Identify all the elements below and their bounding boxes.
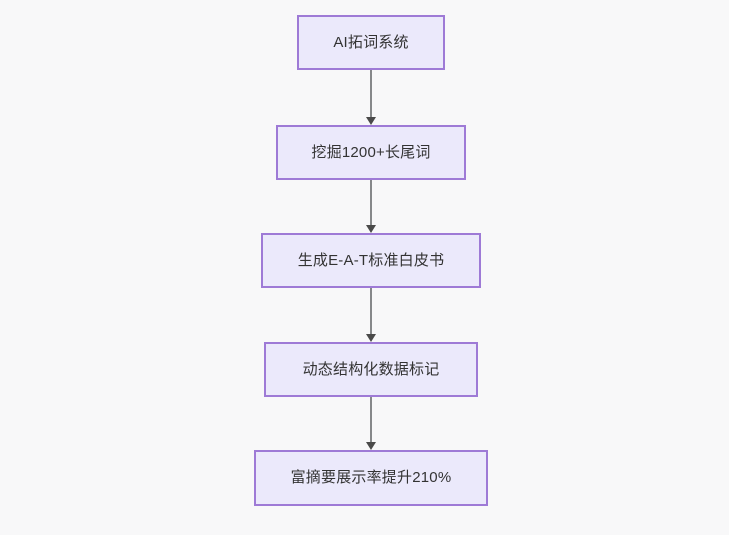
- flow-node-label: 动态结构化数据标记: [302, 360, 440, 378]
- flow-edge-4: [365, 397, 377, 450]
- arrowhead-down-icon: [366, 117, 376, 125]
- arrowhead-down-icon: [366, 334, 376, 342]
- flow-node-ai-keyword-system[interactable]: AI拓词系统: [297, 15, 445, 70]
- flow-node-label: 生成E-A-T标准白皮书: [297, 251, 445, 269]
- flow-node-mine-longtail-keywords[interactable]: 挖掘1200+长尾词: [276, 125, 466, 180]
- arrowhead-down-icon: [366, 442, 376, 450]
- flow-node-rich-snippet-rate-increase[interactable]: 富摘要展示率提升210%: [254, 450, 488, 506]
- flow-node-label: 富摘要展示率提升210%: [290, 469, 452, 486]
- edge-line: [370, 397, 372, 442]
- arrowhead-down-icon: [366, 225, 376, 233]
- flow-edge-2: [365, 180, 377, 233]
- flow-node-dynamic-structured-data-markup[interactable]: 动态结构化数据标记: [264, 342, 478, 397]
- flow-node-label: AI拓词系统: [333, 33, 409, 51]
- edge-line: [370, 180, 372, 225]
- edge-line: [370, 70, 372, 117]
- flow-node-label: 挖掘1200+长尾词: [311, 143, 431, 161]
- flow-edge-1: [365, 70, 377, 125]
- flow-edge-3: [365, 288, 377, 342]
- edge-line: [370, 288, 372, 334]
- flow-node-generate-eat-whitepaper[interactable]: 生成E-A-T标准白皮书: [261, 233, 481, 288]
